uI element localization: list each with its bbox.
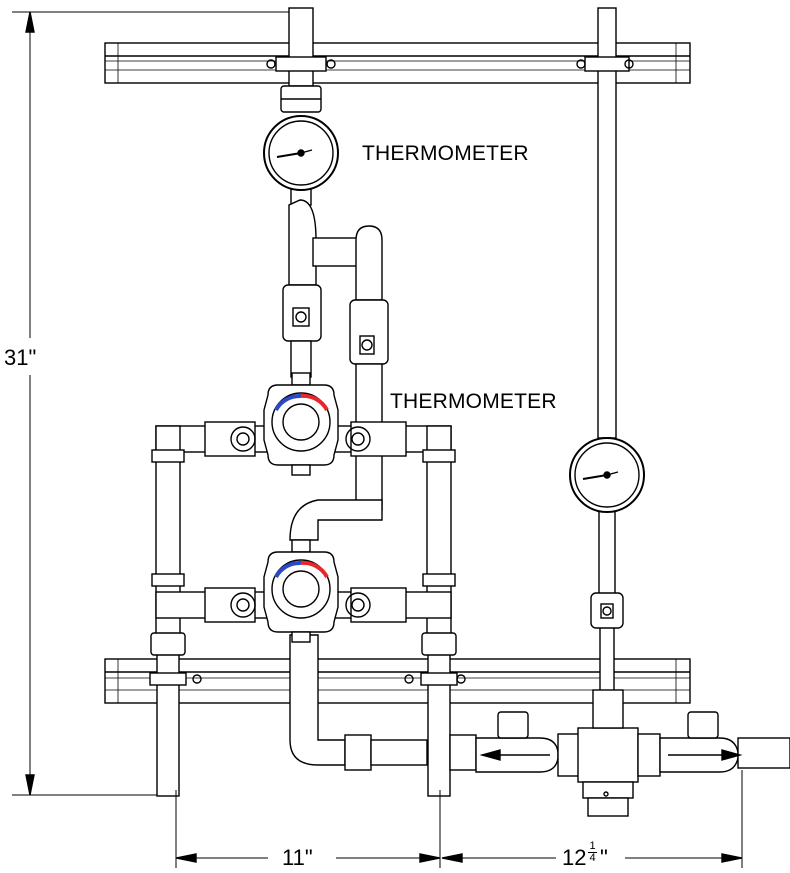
width-right-denominator: 4 (589, 852, 596, 864)
left-top-supply-pipe (266, 7, 358, 378)
support-legs (149, 632, 466, 797)
right-thermometer-gauge (569, 437, 645, 513)
thermometer-label-top: THERMOMETER (362, 142, 529, 165)
width-right-numerator: 1 (589, 840, 596, 852)
height-dimension-label: 31" (4, 345, 37, 370)
width-right-fraction: 1 4 (588, 841, 597, 864)
thermometer-label-middle: THERMOMETER (390, 390, 557, 413)
width-dimension-lines (175, 770, 743, 868)
master-mixing-valve (475, 689, 790, 817)
bottom-outlet-pipe (289, 634, 477, 771)
height-dimension-line (12, 11, 290, 796)
width-left-dimension-label: 11" (282, 845, 313, 870)
lower-mixing-valve (263, 539, 339, 643)
top-strut-channel (104, 42, 691, 84)
width-right-dimension-label: 12 1 4 " (562, 841, 622, 871)
fraction-bar (588, 852, 597, 853)
width-right-unit: " (600, 845, 608, 870)
width-right-whole: 12 (562, 845, 587, 870)
right-vertical-pipe (576, 7, 634, 693)
lower-manifold (151, 499, 456, 623)
center-return-pipe (349, 225, 389, 511)
right-ball-valve (590, 592, 624, 629)
top-thermometer-gauge (263, 115, 339, 191)
upper-mixing-valve (263, 372, 339, 476)
